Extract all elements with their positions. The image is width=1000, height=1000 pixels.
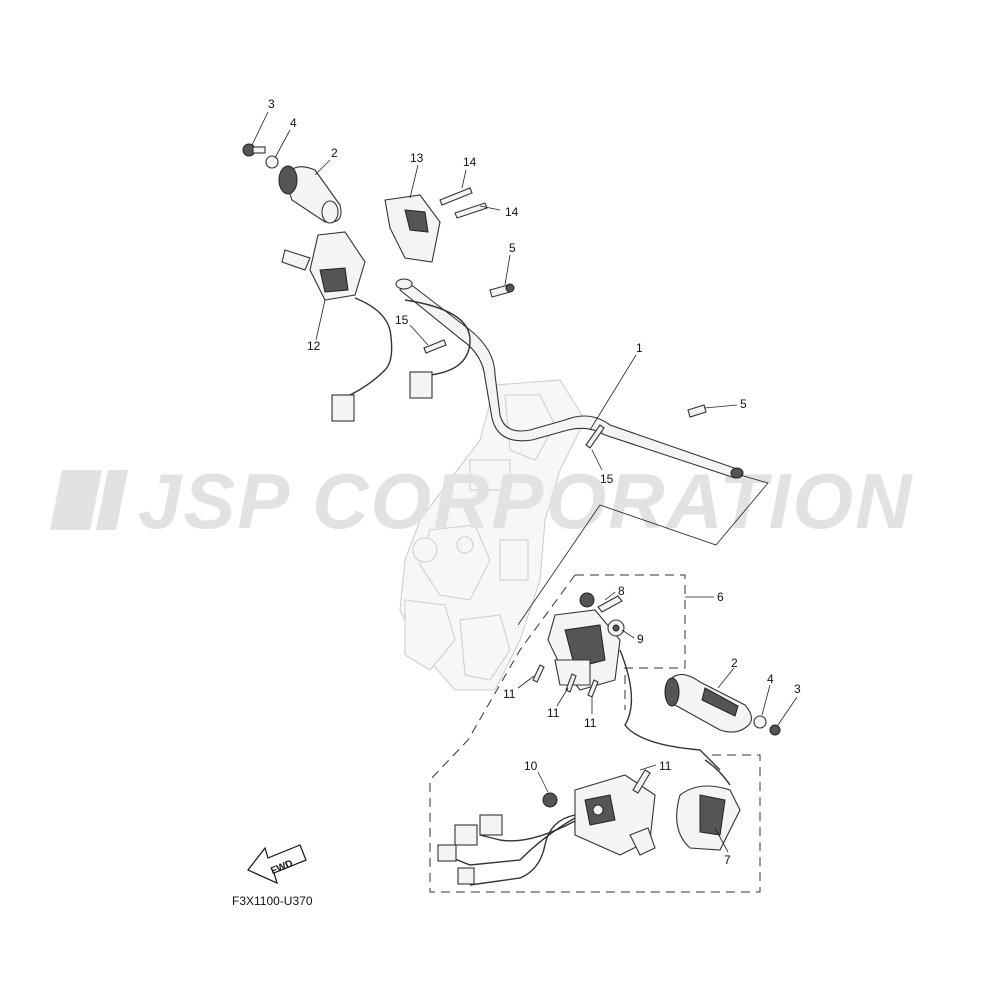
callout-7: 7 — [724, 853, 731, 867]
callout-labels: 3 4 2 13 14 14 5 12 15 1 5 15 6 8 9 2 4 … — [268, 97, 801, 867]
callout-11-d: 11 — [659, 759, 672, 773]
left-end-screw — [242, 143, 279, 169]
callout-11-a: 11 — [503, 687, 516, 701]
fwd-arrow: FWD — [247, 844, 307, 885]
callout-4-right: 4 — [767, 672, 774, 686]
handlebar — [395, 278, 744, 479]
switch-cover — [384, 194, 441, 263]
callout-1: 1 — [636, 341, 643, 355]
callout-13: 13 — [410, 151, 424, 165]
callout-9: 9 — [637, 632, 644, 646]
right-bar-screws — [585, 404, 707, 449]
small-fittings — [579, 592, 625, 637]
upper-screws — [423, 187, 515, 354]
switch-block — [542, 769, 656, 856]
callout-15-right: 15 — [600, 472, 614, 486]
callout-14-upper: 14 — [463, 155, 477, 169]
diagram-code: F3X1100-U370 — [232, 894, 313, 908]
callout-15-upper: 15 — [395, 313, 409, 327]
callout-14-lower: 14 — [505, 205, 519, 219]
throttle-assembly-box — [429, 574, 761, 893]
screws-11 — [532, 664, 599, 698]
frame-ghost — [399, 379, 586, 691]
callout-10: 10 — [524, 759, 538, 773]
callout-4-left: 4 — [290, 116, 297, 130]
callout-5-upper: 5 — [509, 241, 516, 255]
callout-3-right: 3 — [794, 682, 801, 696]
left-grip — [278, 165, 342, 224]
leader-lines — [251, 111, 798, 853]
callout-3-left: 3 — [268, 97, 275, 111]
callout-2-left: 2 — [331, 146, 338, 160]
callout-12: 12 — [307, 339, 321, 353]
watermark: JSP CORPORATION — [50, 457, 913, 545]
callout-11-b: 11 — [547, 706, 560, 720]
callout-5-right: 5 — [740, 397, 747, 411]
callout-2-right: 2 — [731, 656, 738, 670]
right-grip — [664, 673, 781, 736]
callout-6: 6 — [717, 590, 724, 604]
throttle-lever-cover — [676, 785, 741, 851]
throttle-housing — [547, 609, 621, 691]
callout-11-c: 11 — [584, 716, 597, 730]
left-switch — [281, 231, 471, 422]
wire-harness — [437, 814, 576, 886]
watermark-text: JSP CORPORATION — [138, 457, 913, 545]
callout-8: 8 — [618, 584, 625, 598]
